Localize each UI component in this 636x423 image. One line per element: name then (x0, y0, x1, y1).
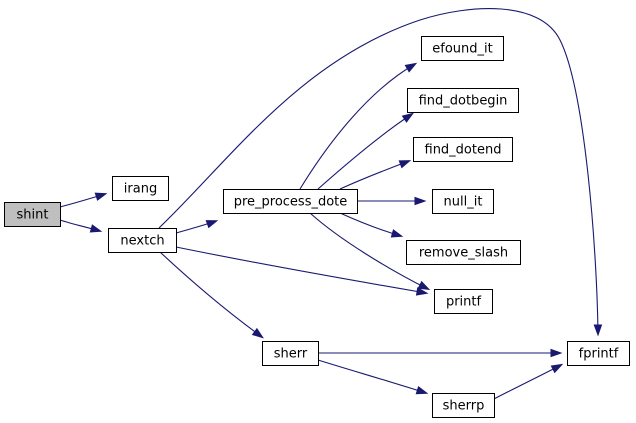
node-label-find-dotbegin: find_dotbegin (419, 94, 508, 109)
node-irang[interactable]: irang (112, 176, 169, 201)
arrowhead-pre-process-dote-to-efound-it (404, 62, 418, 73)
node-label-nextch: nextch (120, 234, 164, 249)
node-box-pre-process-dote (223, 189, 358, 214)
node-box-fprintf (567, 341, 630, 366)
node-shint[interactable]: shint (4, 202, 61, 227)
node-box-shint (4, 202, 61, 227)
arrowhead-pre-process-dote-to-find-dotbegin (401, 112, 415, 123)
node-box-efound-it (421, 36, 504, 61)
node-sherr[interactable]: sherr (262, 341, 319, 366)
node-find-dotend[interactable]: find_dotend (413, 137, 513, 162)
node-fprintf[interactable]: fprintf (567, 341, 630, 366)
node-label-sherrp: sherrp (443, 399, 485, 414)
node-efound-it[interactable]: efound_it (421, 36, 504, 61)
node-label-pre-process-dote: pre_process_dote (234, 195, 348, 210)
arrowhead-nextch-to-printf (415, 287, 429, 296)
node-nextch[interactable]: nextch (108, 228, 177, 253)
edge-sherr-to-sherrp (317, 359, 427, 394)
node-sherrp[interactable]: sherrp (432, 393, 495, 418)
arrowhead-sherrp-to-fprintf (550, 363, 564, 374)
node-label-remove-slash: remove_slash (419, 246, 508, 261)
edge-pre-process-dote-to-find-dotbegin (317, 113, 413, 190)
arrowhead-nextch-to-sherr (251, 327, 264, 339)
node-box-sherr (262, 341, 319, 366)
arrowhead-sherr-to-fprintf (550, 348, 563, 358)
node-label-fprintf: fprintf (579, 347, 619, 362)
node-remove-slash[interactable]: remove_slash (406, 240, 521, 265)
node-label-find-dotend: find_dotend (425, 143, 502, 158)
node-printf[interactable]: printf (434, 289, 493, 314)
edge-nextch-to-printf (175, 246, 427, 294)
node-box-sherrp (432, 393, 495, 418)
edge-pre-process-dote-to-efound-it (299, 63, 416, 190)
node-box-find-dotend (413, 137, 513, 162)
nodes-layer: shint irang nextch pre_process_dote efound_i… (4, 36, 630, 418)
node-box-nextch (108, 228, 177, 253)
node-pre-process-dote[interactable]: pre_process_dote (223, 189, 358, 214)
node-label-shint: shint (17, 208, 49, 223)
edge-nextch-to-fprintf (158, 8, 599, 335)
edge-nextch-to-sherr (159, 251, 263, 338)
node-box-null-it (432, 189, 494, 214)
arrowhead-shint-to-irang (94, 192, 108, 201)
node-box-remove-slash (406, 240, 521, 265)
node-box-irang (112, 176, 169, 201)
edge-pre-process-dote-to-remove-slash (339, 212, 402, 237)
node-find-dotbegin[interactable]: find_dotbegin (407, 88, 519, 113)
arrowhead-pre-process-dote-to-find-dotend (398, 160, 412, 169)
edges-layer (59, 8, 603, 400)
edge-pre-process-dote-to-printf (309, 212, 429, 290)
edge-pre-process-dote-to-find-dotend (339, 160, 410, 190)
arrowhead-nextch-to-pre-process-dote (205, 220, 219, 229)
node-null-it[interactable]: null_it (432, 189, 494, 214)
arrowhead-shint-to-nextch (89, 224, 103, 233)
arrowhead-pre-process-dote-to-printf (417, 280, 431, 291)
arrowhead-nextch-to-fprintf (593, 324, 603, 337)
node-label-null-it: null_it (444, 195, 483, 210)
node-label-irang: irang (124, 182, 157, 197)
arrowhead-sherr-to-sherrp (415, 385, 429, 395)
node-label-sherr: sherr (274, 347, 308, 362)
edge-sherrp-to-fprintf (493, 364, 562, 400)
node-label-efound-it: efound_it (432, 42, 492, 57)
arrowhead-pre-process-dote-to-null-it (414, 196, 427, 206)
node-label-printf: printf (446, 295, 482, 310)
arrowhead-pre-process-dote-to-remove-slash (390, 229, 404, 238)
node-box-find-dotbegin (407, 88, 519, 113)
node-box-printf (434, 289, 493, 314)
